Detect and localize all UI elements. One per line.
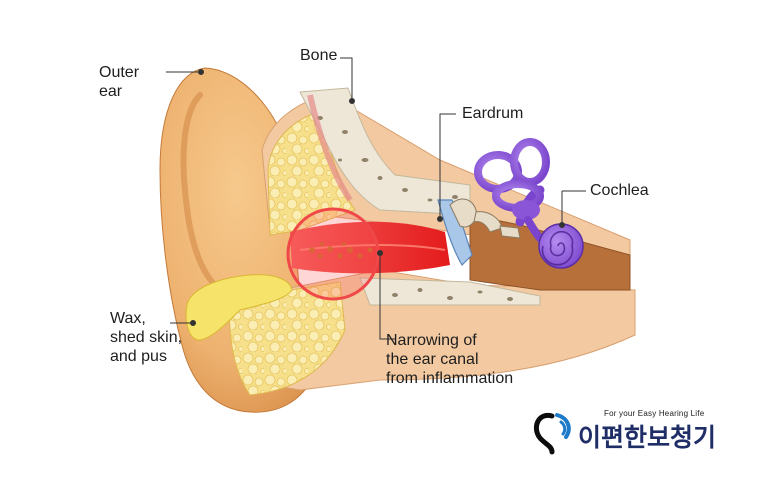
debris-texture [309,242,373,259]
leader-lines [166,57,586,340]
wax-deposit [185,274,293,341]
label-eardrum: Eardrum [462,105,524,122]
label-outer-ear: Outer ear [99,64,140,100]
inner-ear [474,138,584,269]
fat-tissue-lower [229,281,346,396]
canal-lining-upper [307,94,353,202]
ear-icon [534,412,571,455]
label-narrowing: Narrowing of the ear canal from inflamma… [386,332,514,387]
inflammation-highlight-circle [286,207,380,301]
canal-inner-highlight [299,244,446,251]
outer-ear-inner-fold [180,92,218,288]
bone-upper [299,87,471,216]
label-wax: Wax, shed skin, and pus [110,310,183,365]
ossicles [449,198,521,239]
logo-tagline: For your Easy Hearing Life [604,409,705,418]
bone-lower [359,277,541,306]
label-cochlea: Cochlea [590,182,649,199]
label-bone: Bone [300,47,338,64]
logo-brand: 이편한보청기 [578,423,717,452]
